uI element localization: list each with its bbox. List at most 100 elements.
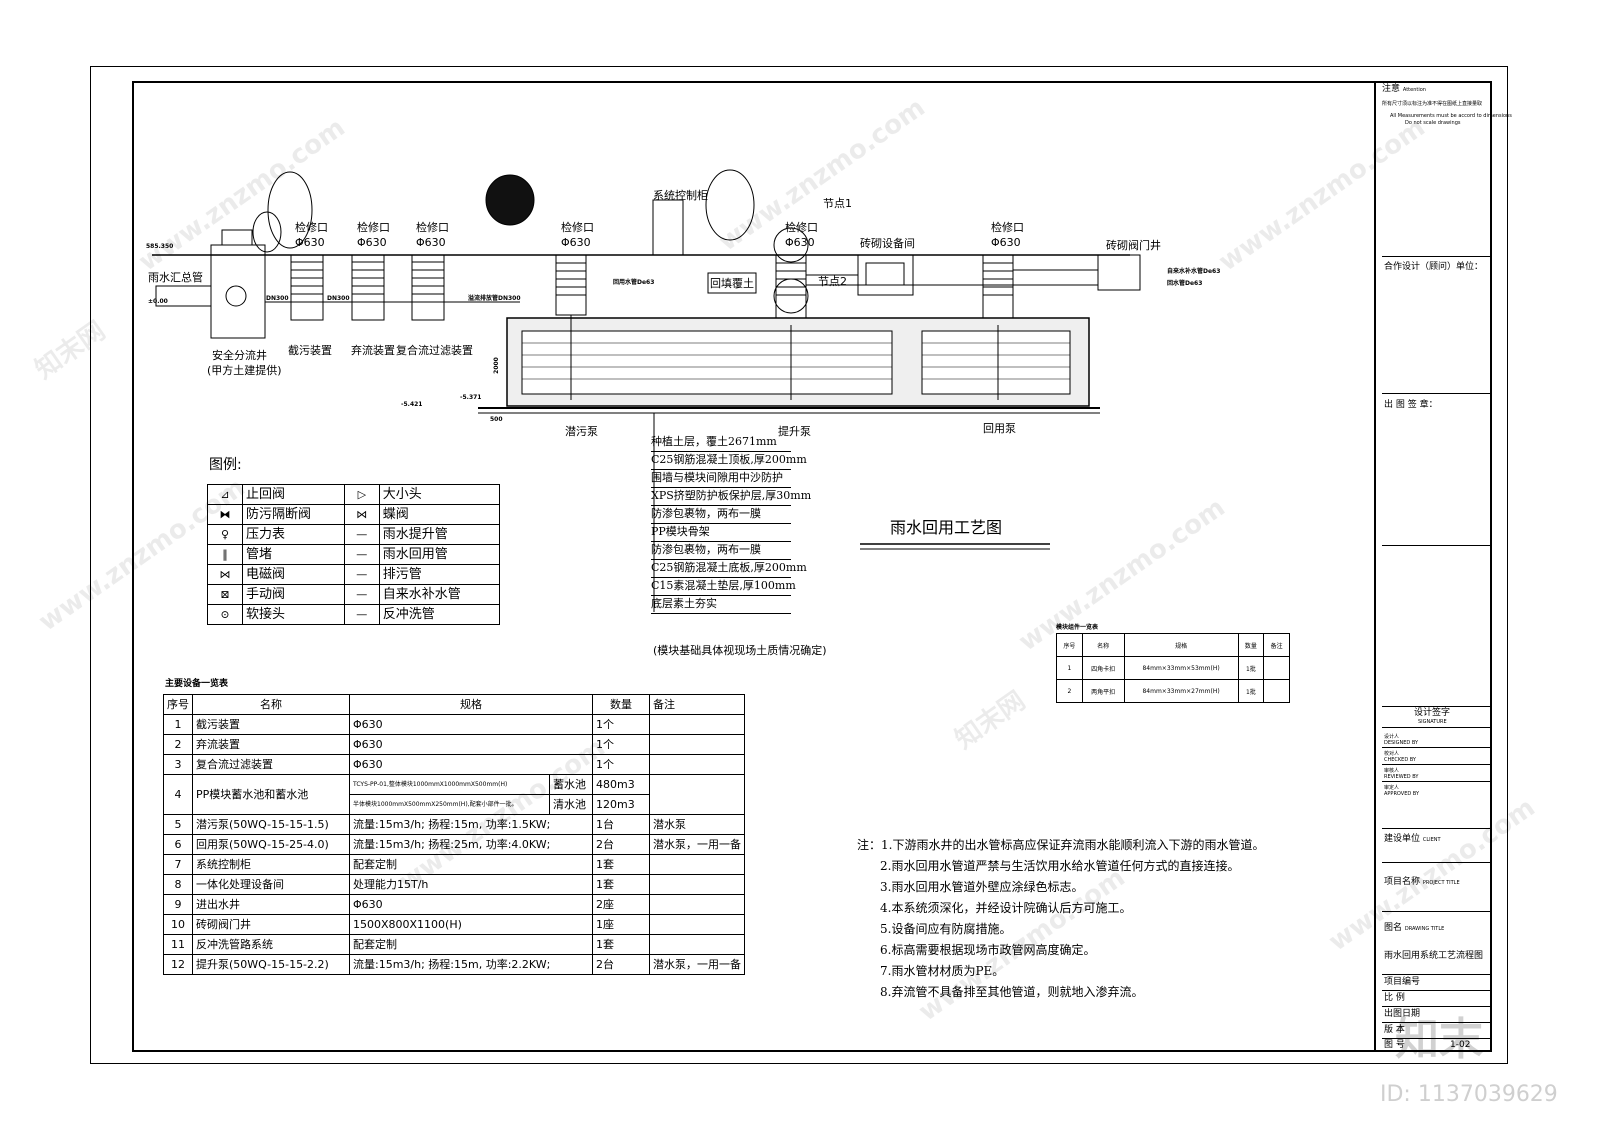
inspect-dia-6: Φ630 — [991, 236, 1021, 249]
inspect-dia-3: Φ630 — [416, 236, 446, 249]
control-cabinet-label: 系统控制柜 — [653, 189, 708, 202]
consultant-label: 合作设计（顾问）单位： — [1384, 262, 1484, 272]
inspect-dia-1: Φ630 — [295, 236, 325, 249]
valve-well-label: 砖砌阀门井 — [1106, 239, 1161, 252]
elev-bot-2: -5.371 — [460, 394, 482, 401]
attention-note-2: All Measurements must be accord to dimen… — [1390, 113, 1512, 119]
inspect-dia-5: Φ630 — [785, 236, 815, 249]
watermark-logo: 知末 — [1395, 1014, 1483, 1065]
notes-prefix: 注： — [857, 838, 882, 852]
drawing-sheet-border — [90, 66, 1508, 1064]
drawing-title-value: 雨水回用系统工艺流程图 — [1384, 951, 1484, 961]
legend-row: ⧓防污隔断阀⋈蝶阀 — [207, 504, 501, 525]
safety-well-note: (甲方土建提供) — [207, 364, 282, 377]
legend-title: 图例: — [209, 457, 242, 473]
legend-row: ⊙软接头—反冲洗管 — [207, 604, 501, 625]
layer-spec: 种植土层，覆土2671mm C25钢筋混凝土顶板,厚200mm 围墙与模块间隙用… — [651, 434, 811, 614]
inspect-label-4: 检修口 — [561, 221, 594, 234]
layer-item: PP模块骨架 — [651, 524, 791, 542]
inspect-dia-2: Φ630 — [357, 236, 387, 249]
legend-row: ⊿止回阀▷大小头 — [207, 484, 501, 505]
sewage-pump-label: 潜污泵 — [565, 425, 598, 438]
scale-label: 比 例 — [1384, 993, 1405, 1003]
elev-top-label: 585.350 — [146, 243, 174, 250]
return-pipe-label: 回水管De63 — [1167, 280, 1203, 287]
notes-block: 注：1.下游雨水井的出水管标高应保证弃流雨水能顺利流入下游的雨水管道。 2.雨水… — [857, 835, 1264, 1003]
note-item: 6.标高需要根据现场市政管网高度确定。 — [880, 943, 1096, 957]
layer-item: 围墙与模块间隙用中沙防护 — [651, 470, 791, 488]
overflow-pipe-label: 溢流排放管DN300 — [468, 295, 521, 302]
elev-bot-1: -5.421 — [401, 401, 423, 408]
layer-item: 种植土层，覆土2671mm — [651, 434, 791, 452]
client-label: 建设单位 CLIENT — [1384, 834, 1441, 844]
sewage-device-label: 截污装置 — [288, 344, 332, 357]
note-item: 5.设备间应有防腐措施。 — [880, 922, 1012, 936]
inspect-label-5: 检修口 — [785, 221, 818, 234]
base-dim: 500 — [490, 416, 503, 423]
table-row: 4 PP模块蓄水池和蓄水池 TCYS-PP-01,整体模块1000mmX1000… — [163, 774, 745, 815]
layer-item: C15素混凝土垫层,厚100mm — [651, 578, 796, 596]
note-item: 2.雨水回用水管道严禁与生活饮用水给水管道任何方式的直接连接。 — [880, 859, 1240, 873]
layer-item: 底层素土夯实 — [651, 596, 791, 614]
note-item: 7.雨水管材材质为PE。 — [880, 964, 1005, 978]
table-row: 半体模块1000mmX500mmX250mm(H),配套小部件一批。 清水池 1… — [164, 794, 745, 815]
equipment-table-title: 主要设备一览表 — [165, 679, 229, 689]
drawing-no-value: 1-02 — [1450, 1040, 1471, 1050]
dn300-2: DN300 — [327, 295, 350, 302]
depth-dim: 2000 — [492, 357, 500, 374]
inspect-label-3: 检修口 — [416, 221, 449, 234]
project-no-label: 项目编号 — [1384, 977, 1421, 987]
drawing-frame — [132, 81, 1492, 1052]
attention-note-1: 所有尺寸须以标注为准不得在图纸上直接量取 — [1382, 101, 1483, 107]
foundation-note: (模块基础具体视现场土质情况确定) — [653, 644, 827, 657]
note-item: 1.下游雨水井的出水管标高应保证弃流雨水能顺利流入下游的雨水管道。 — [881, 838, 1265, 852]
note-item: 3.雨水回用水管道外壁应涂绿色标志。 — [880, 880, 1084, 894]
reuse-pipe-label: 回用水管De63 — [613, 279, 655, 286]
project-label: 项目名称 PROJECT TITLE — [1384, 877, 1460, 887]
legend-row: ‖管堵—雨水回用管 — [207, 544, 501, 565]
layer-item: C25钢筋混凝土顶板,厚200mm — [651, 452, 807, 470]
discard-device-label: 弃流装置 — [351, 344, 395, 357]
title-block — [1374, 81, 1492, 1052]
inspect-label-2: 检修口 — [357, 221, 390, 234]
main-title: 雨水回用工艺图 — [890, 518, 1003, 537]
design-sign-en: SIGNATURE — [1418, 719, 1447, 725]
reuse-pump-label: 回用泵 — [983, 422, 1016, 435]
elev-pipe-label: ±0.00 — [148, 298, 168, 305]
layer-item: 防渗包裹物，两布一膜 — [651, 506, 791, 524]
dn300-1: DN300 — [266, 295, 289, 302]
note-item: 8.弃流管不具备排至其他管道，则就地入渗弃流。 — [880, 985, 1144, 999]
date-label: 出图日期 — [1384, 1009, 1421, 1019]
filter-device-label: 复合流过滤装置 — [396, 344, 473, 357]
legend-row: ⊠手动阀—自来水补水管 — [207, 584, 501, 605]
inspect-dia-4: Φ630 — [561, 236, 591, 249]
equip-room-label: 砖砌设备间 — [860, 237, 915, 250]
storm-main-label: 雨水汇总管 — [148, 271, 203, 284]
backfill-label: 回填覆土 — [710, 277, 754, 290]
layer-item: C25钢筋混凝土底板,厚200mm — [651, 560, 807, 578]
lift-pump-label: 提升泵 — [778, 425, 811, 438]
inspect-label-6: 检修口 — [991, 221, 1024, 234]
design-sign-label: 设计签字 — [1414, 708, 1451, 718]
drawing-no-label: 图 号 — [1384, 1040, 1405, 1050]
issue-stamp-label: 出 图 签 章： — [1384, 400, 1438, 410]
legend-table: ⊿止回阀▷大小头 ⧓防污隔断阀⋈蝶阀 ♀压力表—雨水提升管 ‖管堵—雨水回用管 … — [207, 484, 501, 625]
inspect-label-1: 检修口 — [295, 221, 328, 234]
node1-label: 节点1 — [823, 197, 852, 210]
